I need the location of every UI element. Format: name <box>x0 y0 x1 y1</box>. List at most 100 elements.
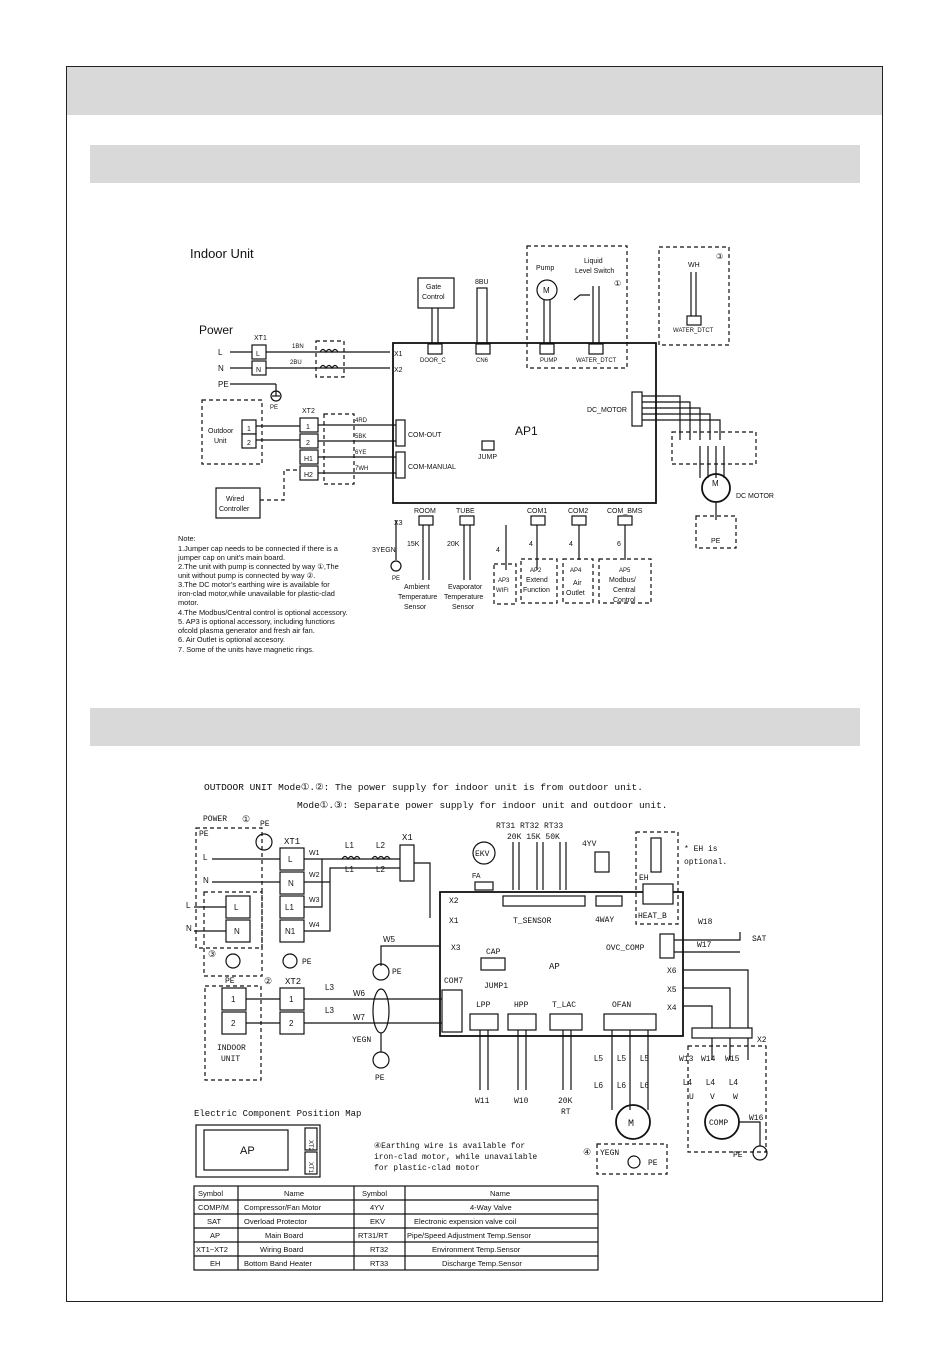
evap-l3: Sensor <box>452 604 475 611</box>
modbus-l3: Control <box>613 597 636 604</box>
table-row-3-c3: Environment Temp.Sensor <box>432 1245 521 1254</box>
note-9: 5. AP3 is optional accessory, including … <box>178 617 335 626</box>
x1-connector <box>399 844 415 882</box>
ind-term-L: L <box>234 903 239 912</box>
com-out-connector <box>395 419 406 447</box>
th-symbol-2: Symbol <box>362 1189 387 1198</box>
note-7: motor. <box>178 598 199 607</box>
table-row-4-c0: EH <box>210 1259 220 1268</box>
indoor-magnetic-ring <box>315 340 345 378</box>
indoor-power-label: Power <box>199 323 233 337</box>
od-x5: X5 <box>667 986 677 995</box>
comp-ground-icon <box>752 1145 768 1161</box>
od-yegn: YEGN <box>352 1036 371 1045</box>
table-row-1-c0: SAT <box>207 1217 221 1226</box>
outdoor-header-2: Mode①.③: Separate power supply for indoo… <box>297 800 668 811</box>
4yv-label: 4YV <box>582 840 597 849</box>
comp-pe: PE <box>733 1151 743 1160</box>
dc-motor-ring-box <box>671 431 757 465</box>
xt1-L1-term: L1 <box>285 903 294 912</box>
com-bms-label: COM_BMS <box>607 508 643 515</box>
gate-control-l1: Gate <box>426 284 441 291</box>
table-row-2-c3: Pipe/Speed Adjustment Temp.Sensor <box>407 1231 532 1240</box>
th-symbol-1: Symbol <box>198 1189 223 1198</box>
table-row-3-c1: Wiring Board <box>260 1245 303 1254</box>
table-row-2-c2: RT31/RT <box>358 1231 389 1240</box>
rt-labels: RT31 RT32 RT33 <box>496 822 563 831</box>
eh-option-box <box>635 831 679 925</box>
table-row-0-c2: 4YV <box>370 1203 384 1212</box>
od-pe-left: PE <box>199 830 209 839</box>
fa-label: FA <box>472 873 481 880</box>
liquid-level-l2: Level Switch <box>575 268 614 275</box>
wire-w17: W17 <box>697 941 712 950</box>
room-label: ROOM <box>414 508 436 515</box>
note-12: 7. Some of the units have magnetic rings… <box>178 645 314 654</box>
4way-label: 4WAY <box>595 916 614 925</box>
ecpm-ap-label: AP <box>240 1145 255 1157</box>
heat-b-label: HEAT_B <box>638 912 667 921</box>
indoor-yegn: 3YEGN <box>372 547 396 554</box>
table-row-2-c0: AP <box>210 1231 220 1240</box>
jump1-label: JUMP1 <box>484 982 508 991</box>
outdoor-header-1: OUTDOOR UNIT Mode①.②: The power supply f… <box>204 782 643 793</box>
t-sensor-label: T_SENSOR <box>513 917 552 926</box>
table-row-1-c2: EKV <box>370 1217 385 1226</box>
pump-label: Pump <box>536 265 554 272</box>
note-11: 6. Air Outlet is optional accesory. <box>178 635 285 644</box>
fan-motor-m: M <box>628 1119 634 1130</box>
note-10: ofcold plasma generator and fresh air fa… <box>178 626 315 635</box>
od-x2-left: X2 <box>449 897 459 906</box>
com-manual-connector <box>395 451 406 479</box>
od-pe-mid2: PE <box>302 958 312 967</box>
dc-motor-conn-label: DC_MOTOR <box>587 407 627 414</box>
comp-label: COMP <box>709 1119 728 1128</box>
table-row-2-c1: Main Board <box>265 1231 303 1240</box>
od-xt1-label: XT1 <box>284 837 300 847</box>
4yv-coil-icon <box>594 851 610 873</box>
l5-b: L5 <box>617 1054 626 1063</box>
extend-l1: Extend <box>526 577 548 584</box>
outdoor-unit-l2: Unit <box>214 438 227 445</box>
wire-1bn: 1BN <box>292 344 304 350</box>
th-name-1: Name <box>284 1189 304 1198</box>
indoor-N: N <box>218 364 224 373</box>
indoor-mode-3: ③ <box>716 252 723 261</box>
cap-connector <box>480 957 506 971</box>
jump-label: JUMP <box>478 454 497 461</box>
fan-pe: PE <box>648 1159 658 1168</box>
wire-w11: W11 <box>475 1097 490 1106</box>
od-x2-right: X2 <box>757 1036 767 1045</box>
od-L3b: L3 <box>325 1006 334 1015</box>
eh-label: EH <box>639 874 649 883</box>
evap-l1: Evaporator <box>448 584 483 591</box>
wire-w5: W5 <box>383 935 396 944</box>
note-2: jumper cap on unit’s main board. <box>177 553 285 562</box>
water-dtct-label: WATER_DTCT <box>576 358 617 364</box>
outdoor-unit-l1: Outdoor <box>208 428 234 435</box>
indoor-PE: PE <box>218 380 229 389</box>
com7-label: COM7 <box>444 977 463 986</box>
table-row-0-c0: COMP/M <box>198 1203 229 1212</box>
ovc-comp-connector <box>659 933 675 959</box>
ekv-coil-icon <box>472 841 496 865</box>
outdoor-power-label: POWER <box>203 815 227 824</box>
fan-yegn: YEGN <box>600 1149 619 1158</box>
od-pe-w5: PE <box>392 968 402 977</box>
extend-l2: Function <box>523 587 550 594</box>
wh-option-box <box>658 246 730 346</box>
tube-20k: 20K <box>447 541 460 548</box>
tube-label: TUBE <box>456 508 475 515</box>
od-L2b: L2 <box>376 865 385 874</box>
door-c-label: DOOR_C <box>420 358 446 364</box>
rt-values: 20K 15K 50K <box>507 833 560 842</box>
l5-c: L5 <box>640 1054 649 1063</box>
table-row-4-c1: Bottom Band Heater <box>244 1259 312 1268</box>
ap1-board <box>392 342 657 504</box>
od-x6: X6 <box>667 967 677 976</box>
pump-option-box <box>526 245 628 369</box>
od-pe-bottom: PE <box>375 1074 385 1083</box>
cap-label: CAP <box>486 948 501 957</box>
liquid-switch-icon <box>573 294 590 301</box>
indoor-x2: X2 <box>394 367 403 374</box>
